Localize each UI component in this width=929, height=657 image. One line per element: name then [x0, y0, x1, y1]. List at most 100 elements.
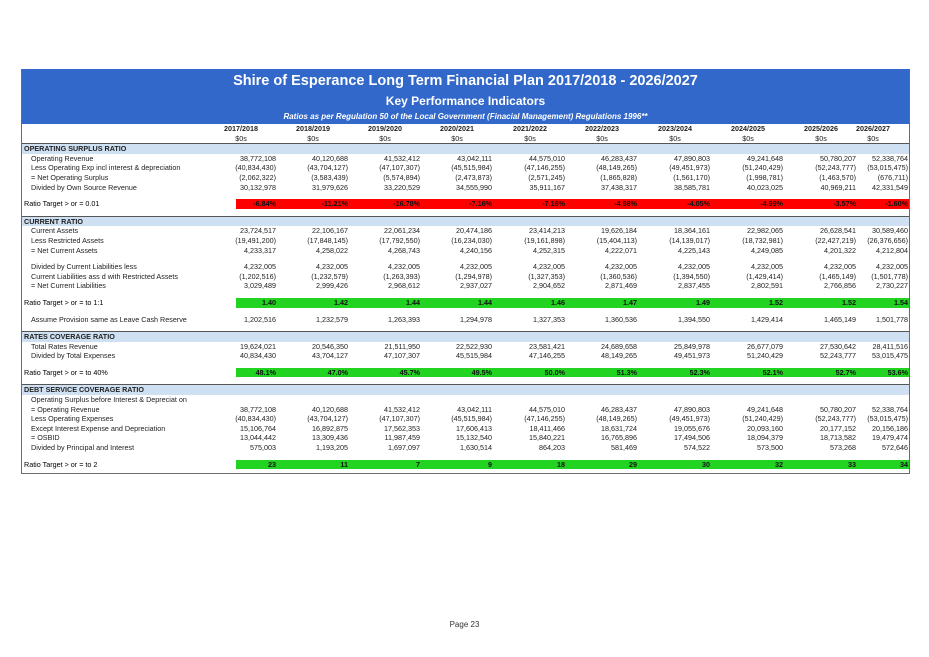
- cell: 1,394,550: [678, 314, 710, 324]
- cell: 22,106,167: [312, 226, 348, 236]
- cell: (1,394,550): [673, 271, 710, 281]
- cell: $0s: [669, 133, 681, 143]
- units-header-row: $0s$0s$0s$0s$0s$0s$0s$0s$0s$0s: [22, 134, 909, 144]
- cell: 53.6%: [887, 367, 908, 377]
- cell: (1,327,353): [528, 271, 565, 281]
- cell: 52,243,777: [820, 351, 856, 361]
- cell: -3.57%: [833, 199, 856, 209]
- cell: 2,871,469: [605, 281, 637, 291]
- cell: 29: [629, 459, 637, 469]
- cell: 575,003: [250, 443, 276, 453]
- cell: (1,232,579): [311, 271, 348, 281]
- cell: 24,689,658: [601, 341, 637, 351]
- spacer: [22, 209, 909, 216]
- cell: (2,571,245): [528, 172, 565, 182]
- cell: (1,360,536): [600, 271, 637, 281]
- cell: 50,780,207: [820, 404, 856, 414]
- cell: (19,491,200): [235, 235, 276, 245]
- cell: 18,094,379: [747, 433, 783, 443]
- row-label: Divided by Total Expenses: [31, 351, 116, 361]
- cell: 22,522,930: [456, 341, 492, 351]
- row-label: Ratio Target > or = to 2: [24, 459, 98, 469]
- cell: 573,500: [757, 443, 783, 453]
- cell: 1,360,536: [605, 314, 637, 324]
- cell: 1,263,393: [388, 314, 420, 324]
- table-row: = Net Operating Surplus(2,062,322)(3,583…: [22, 173, 909, 183]
- cell: 2025/2026: [804, 124, 838, 133]
- cell: 15,840,221: [529, 433, 565, 443]
- cell: 1.42: [334, 297, 348, 307]
- cell: 18: [557, 459, 565, 469]
- cell: 2,730,227: [876, 281, 908, 291]
- cell: 19,624,021: [240, 341, 276, 351]
- cell: 32: [775, 459, 783, 469]
- cell: 1.54: [894, 297, 908, 307]
- cell: 18,411,466: [529, 423, 565, 433]
- cell: -7.16%: [469, 199, 492, 209]
- cell: 43,042,111: [457, 153, 492, 163]
- row-label: Except Interest Expense and Depreciation: [31, 423, 166, 433]
- cell: 40,120,688: [312, 404, 348, 414]
- cell: 49,241,648: [747, 153, 783, 163]
- page-number: Page 23: [449, 620, 480, 629]
- cell: (676,711): [877, 172, 908, 182]
- cell: 1.40: [262, 297, 276, 307]
- cell: 43,042,111: [457, 404, 492, 414]
- spacer: [22, 361, 909, 368]
- row-label: = Net Operating Surplus: [31, 172, 109, 182]
- cell: 2021/2022: [513, 124, 547, 133]
- cell: 2,904,652: [533, 281, 565, 291]
- cell: 2017/2018: [224, 124, 258, 133]
- kpi-sheet: Shire of Esperance Long Term Financial P…: [21, 69, 910, 475]
- cell: (1,463,570): [819, 172, 856, 182]
- table-row: Less Operating Expenses(40,834,430)(43,7…: [22, 414, 909, 424]
- cell: (48,149,265): [596, 414, 637, 424]
- row-label: Divided by Own Source Revenue: [31, 182, 137, 192]
- row-label: = Net Current Liabilities: [31, 281, 106, 291]
- cell: 4,232,005: [533, 262, 565, 272]
- cell: -16.78%: [393, 199, 420, 209]
- provision-row: Assume Provision same as Leave Cash Rese…: [22, 315, 909, 325]
- report-title: Shire of Esperance Long Term Financial P…: [233, 73, 698, 89]
- cell: $0s: [379, 133, 391, 143]
- cell: 1,465,149: [824, 314, 856, 324]
- cell: (52,243,777): [815, 163, 856, 173]
- cell: (49,451,973): [669, 163, 710, 173]
- row-label: OPERATING SURPLUS RATIO: [24, 144, 127, 154]
- cell: 53,015,475: [872, 351, 908, 361]
- spacer: [22, 291, 909, 298]
- cell: (26,376,656): [867, 235, 908, 245]
- report-subtitle: Key Performance Indicators: [385, 94, 546, 108]
- cell: 4,232,005: [678, 262, 710, 272]
- cell: $0s: [451, 133, 463, 143]
- cell: (40,834,430): [235, 163, 276, 173]
- cell: 1,232,579: [316, 314, 348, 324]
- section-heading: OPERATING SURPLUS RATIO: [22, 143, 909, 154]
- cell: (43,704,127): [307, 163, 348, 173]
- cell: 1,429,414: [751, 314, 783, 324]
- cell: $0s: [867, 133, 879, 143]
- cell: 1.52: [769, 297, 783, 307]
- cell: 20,156,186: [872, 423, 908, 433]
- row-label: = Net Current Assets: [31, 245, 98, 255]
- cell: (18,732,981): [742, 235, 783, 245]
- section-heading: CURRENT RATIO: [22, 215, 909, 227]
- cell: -4.05%: [687, 199, 710, 209]
- cell: 47,890,803: [674, 153, 710, 163]
- table-row: Except Interest Expense and Depreciation…: [22, 424, 909, 434]
- cell: (1,501,778): [871, 271, 908, 281]
- cell: 11,987,459: [384, 433, 420, 443]
- cell: 34,555,990: [456, 182, 492, 192]
- cell: 2023/2024: [658, 124, 692, 133]
- row-label: = Operating Revenue: [31, 404, 100, 414]
- spacer: [22, 469, 909, 473]
- cell: 7: [416, 459, 420, 469]
- cell: 2026/2027: [856, 124, 890, 133]
- row-label: RATES COVERAGE RATIO: [24, 332, 115, 342]
- cell: 17,562,353: [384, 423, 420, 433]
- cell: (53,015,475): [867, 414, 908, 424]
- cell: (49,451,973): [669, 414, 710, 424]
- cell: 40,834,430: [240, 351, 276, 361]
